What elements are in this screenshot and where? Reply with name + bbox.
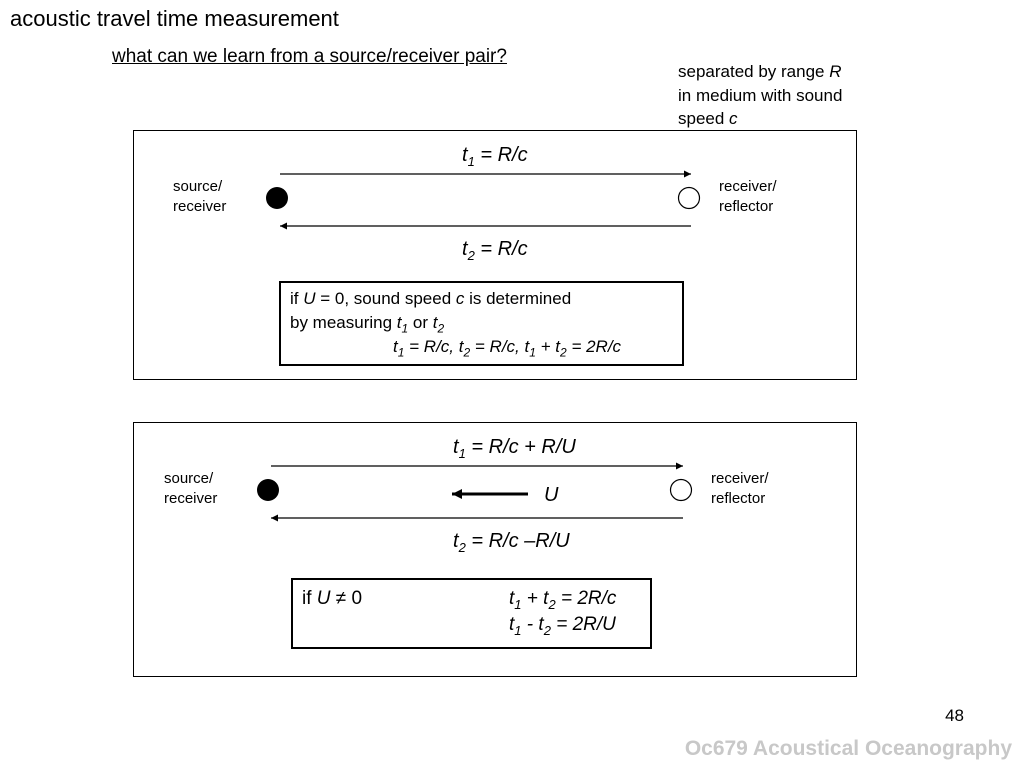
- panel2-t2-sub: 2: [458, 540, 466, 555]
- setup-note: separated by range R in medium with soun…: [678, 60, 898, 131]
- box1-line1-b: = 0, sound speed: [315, 289, 456, 308]
- panel1-t1-sub: 1: [467, 154, 475, 169]
- box1-line1-var: U: [303, 289, 316, 308]
- box2-eq2-s2: 2: [543, 622, 551, 638]
- slide-subtitle: what can we learn from a source/receiver…: [112, 46, 507, 67]
- box2-cond-var: U: [316, 588, 331, 609]
- box1-eq-s2: 2: [463, 345, 471, 360]
- panel2-t1-var: t: [453, 436, 459, 458]
- box1-eq-t3: t: [524, 337, 530, 356]
- panel1-receiver-label-line2: reflector: [719, 198, 774, 215]
- box1-eq-s4: 2: [560, 345, 567, 360]
- panel2-t1-sub: 1: [458, 446, 466, 461]
- panel2-t1-rhs: = R/c + R/U: [465, 436, 576, 458]
- box2-eq1-t1: t: [509, 588, 515, 609]
- panel1-t2-sub: 2: [467, 248, 475, 263]
- box2-eq2-t2: t: [538, 614, 544, 635]
- panel2-receiver-label: receiver/ reflector: [711, 469, 769, 509]
- panel1-result-equations: t1 = R/c, t2 = R/c, t1 + t2 = 2R/c: [393, 335, 621, 364]
- box1-eq-p2: = R/c,: [470, 337, 525, 356]
- box2-eq1-s2: 2: [548, 596, 556, 612]
- box1-eq-s3: 1: [529, 345, 536, 360]
- panel2-source-label-line1: source/: [164, 470, 214, 487]
- panel1-result-box: [279, 281, 684, 366]
- box2-eq1-rhs: = 2R/c: [555, 588, 617, 609]
- box2-eq1-op: +: [521, 588, 544, 609]
- box1-line2-var1: t: [396, 313, 402, 332]
- box1-eq-t1: t: [393, 337, 398, 356]
- page-number: 48: [945, 706, 964, 725]
- panel2-condition: if U ≠ 0: [302, 588, 362, 610]
- panel1-t2-var: t: [462, 238, 468, 260]
- box1-line2-sub2: 2: [437, 321, 445, 336]
- note-line1-text: separated by range: [678, 62, 830, 81]
- box2-cond-a: if: [302, 588, 317, 609]
- box1-eq-p4: = 2R/c: [566, 337, 622, 356]
- box1-line1-var2: c: [455, 289, 465, 308]
- panel2-sum-equation: t1 + t2 = 2R/c: [509, 588, 616, 612]
- box1-eq-p3: +: [535, 337, 556, 356]
- box1-line1-a: if: [290, 289, 304, 308]
- panel1-receiver-label: receiver/ reflector: [719, 177, 777, 217]
- box2-eq1-t2: t: [543, 588, 549, 609]
- box2-eq2-rhs: = 2R/U: [550, 614, 616, 635]
- panel1-t1-equation: t1 = R/c: [462, 144, 528, 169]
- panel2-t1-equation: t1 = R/c + R/U: [453, 436, 576, 461]
- panel2-source-label: source/ receiver: [164, 469, 217, 509]
- note-line3-text: speed: [678, 109, 730, 128]
- box1-line2-or: or: [408, 313, 433, 332]
- box2-cond-b: ≠ 0: [330, 588, 363, 609]
- box1-line2-a: by measuring: [290, 313, 397, 332]
- panel-with-current: [133, 422, 857, 677]
- panel1-receiver-label-line1: receiver/: [719, 178, 777, 195]
- panel1-t1-rhs: = R/c: [474, 144, 528, 166]
- panel1-result-text: if U = 0, sound speed c is determined by…: [290, 287, 571, 340]
- course-footer: Oc679 Acoustical Oceanography: [684, 737, 1012, 760]
- panel2-t2-equation: t2 = R/c –R/U: [453, 530, 570, 555]
- panel1-t2-rhs: = R/c: [474, 238, 528, 260]
- box1-eq-t2: t: [458, 337, 464, 356]
- panel2-current-label: U: [544, 484, 559, 506]
- panel2-receiver-label-line1: receiver/: [711, 470, 769, 487]
- note-line2-text: in medium with sound: [678, 85, 843, 105]
- note-speed-var: c: [729, 109, 738, 128]
- panel1-source-label: source/ receiver: [173, 177, 226, 217]
- panel2-source-label-line2: receiver: [164, 490, 218, 507]
- box1-line1-c: is determined: [464, 289, 572, 308]
- box2-eq2-op: -: [521, 614, 539, 635]
- panel2-t2-var: t: [453, 530, 459, 552]
- box1-eq-p1: = R/c,: [404, 337, 459, 356]
- note-range-var: R: [829, 62, 842, 81]
- panel2-receiver-label-line2: reflector: [711, 490, 766, 507]
- box1-line2-sub1: 1: [401, 321, 409, 336]
- box2-eq2-s1: 1: [514, 622, 522, 638]
- box2-eq1-s1: 1: [514, 596, 522, 612]
- panel2-result-box: [291, 578, 652, 649]
- slide-title: acoustic travel time measurement: [10, 6, 339, 31]
- panel1-t1-var: t: [462, 144, 468, 166]
- panel1-t2-equation: t2 = R/c: [462, 238, 528, 263]
- box1-line2-var2: t: [432, 313, 438, 332]
- panel2-t2-rhs: = R/c –R/U: [465, 530, 570, 552]
- box1-eq-s1: 1: [397, 345, 405, 360]
- panel1-source-label-line2: receiver: [173, 198, 227, 215]
- panel1-source-label-line1: source/: [173, 178, 223, 195]
- panel2-difference-equation: t1 - t2 = 2R/U: [509, 614, 616, 638]
- box2-eq2-t1: t: [509, 614, 515, 635]
- box1-eq-t4: t: [555, 337, 561, 356]
